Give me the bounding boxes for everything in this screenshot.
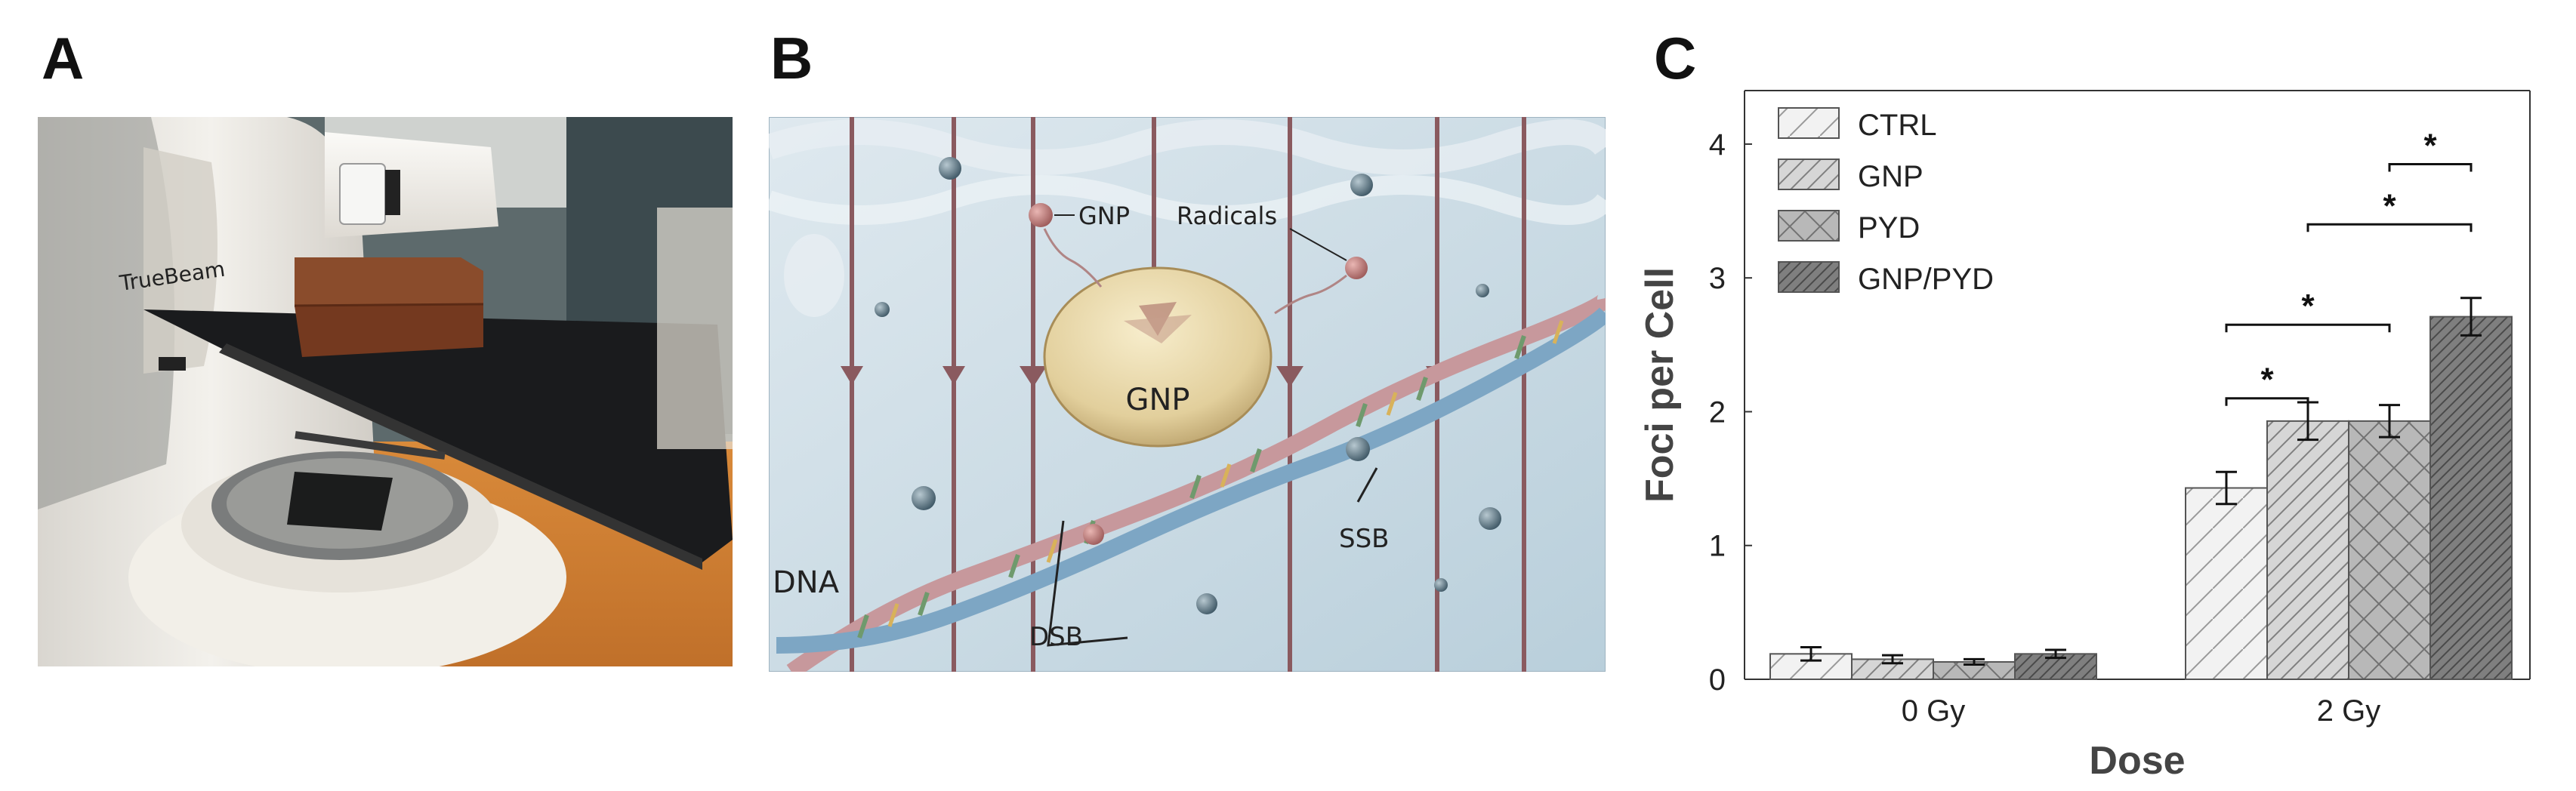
foci-bar-chart: 0 1 2 3 4 0 Gy 2 Gy * * * * CTRL GNP PYD GNP/PYD Dose Fo… (1639, 90, 2531, 783)
dna-label: DNA (773, 565, 840, 600)
radical-spheres (875, 157, 1501, 614)
significance-star: * (2423, 128, 2437, 165)
ssb-label: SSB (1339, 524, 1390, 554)
dna-helix (776, 294, 1606, 672)
gnp-particle-label: GNP (1078, 202, 1130, 230)
bar-pyd (2348, 420, 2431, 680)
y-tick-label: 1 (1709, 530, 1726, 563)
legend-label: GNP (1858, 160, 1924, 193)
gantry-slot (159, 357, 186, 371)
bar-gnp (2266, 420, 2349, 680)
phantom-block-top (295, 257, 483, 307)
legend-swatch (1778, 159, 1840, 190)
x-axis-label: Dose (2089, 739, 2185, 783)
x-tick-label: 2 Gy (2317, 694, 2380, 728)
phantom-block-bottom (295, 304, 483, 357)
dsb-label: DSB (1029, 622, 1083, 652)
legend-swatch (1778, 261, 1840, 293)
radicals-label: Radicals (1177, 202, 1277, 230)
gnp-particle (1029, 203, 1053, 227)
bar-ctrl (2185, 487, 2268, 680)
gnp-core-label: GNP (1125, 383, 1189, 417)
y-tick-label: 4 (1709, 128, 1726, 162)
y-tick-label: 0 (1709, 663, 1726, 697)
panel-a-letter: A (42, 25, 85, 91)
legend-label: GNP/PYD (1858, 263, 1994, 296)
detector-window (287, 472, 393, 531)
significance-star: * (2260, 362, 2274, 399)
legend-swatch (1778, 210, 1840, 242)
linac-photo: TrueBeam (38, 117, 733, 666)
legend-swatch (1778, 107, 1840, 139)
legend-label: PYD (1858, 211, 1920, 245)
gnp-core (1043, 266, 1273, 448)
panel-b-letter: B (770, 25, 813, 91)
significance-bracket (2225, 323, 2391, 333)
significance-bracket (2225, 397, 2309, 406)
y-axis-label: Foci per Cell (1639, 267, 1682, 503)
gnp-mechanism-illustration: GNP GNP Radicals DNA DSB SSB (769, 117, 1606, 672)
significance-star: * (2301, 288, 2315, 325)
bar-gnp-pyd (2429, 315, 2513, 680)
y-tick-label: 2 (1709, 396, 1726, 429)
gantry-shadow (38, 117, 175, 509)
legend-label: CTRL (1858, 109, 1936, 142)
x-tick-label: 0 Gy (1902, 694, 1965, 728)
significance-bracket (2388, 163, 2473, 172)
y-tick-label: 3 (1709, 262, 1726, 295)
significance-star: * (2383, 187, 2396, 224)
significance-bracket (2306, 223, 2473, 232)
radical-particle (1345, 257, 1368, 279)
panel-c-letter: C (1654, 25, 1697, 91)
